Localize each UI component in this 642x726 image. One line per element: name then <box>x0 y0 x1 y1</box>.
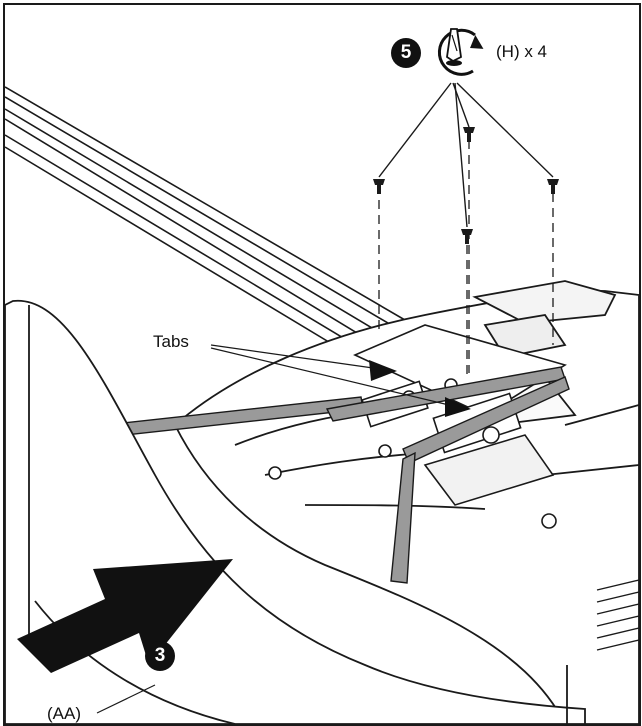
rail-track <box>5 86 427 372</box>
screw-guides <box>378 140 554 377</box>
part-aa-label: (AA) <box>47 704 81 723</box>
vent-grille <box>596 579 639 651</box>
screw-icon <box>373 127 559 244</box>
mounting-straps <box>122 366 570 584</box>
diagram-frame: Tabs (H) x 4 (AA) 5 3 <box>3 3 641 726</box>
direction-arrow-icon <box>17 559 233 673</box>
installation-illustration <box>5 28 639 724</box>
tabs-label: Tabs <box>153 332 189 351</box>
hardware-qty-label: (H) x 4 <box>496 42 547 61</box>
tab-pointers <box>210 344 471 417</box>
step-badge-3: 3 <box>145 641 175 671</box>
screw-leaders <box>378 82 554 228</box>
part-aa-leader <box>96 684 156 714</box>
step-badge-5: 5 <box>391 38 421 68</box>
screwdriver-rotate-icon <box>437 28 484 76</box>
